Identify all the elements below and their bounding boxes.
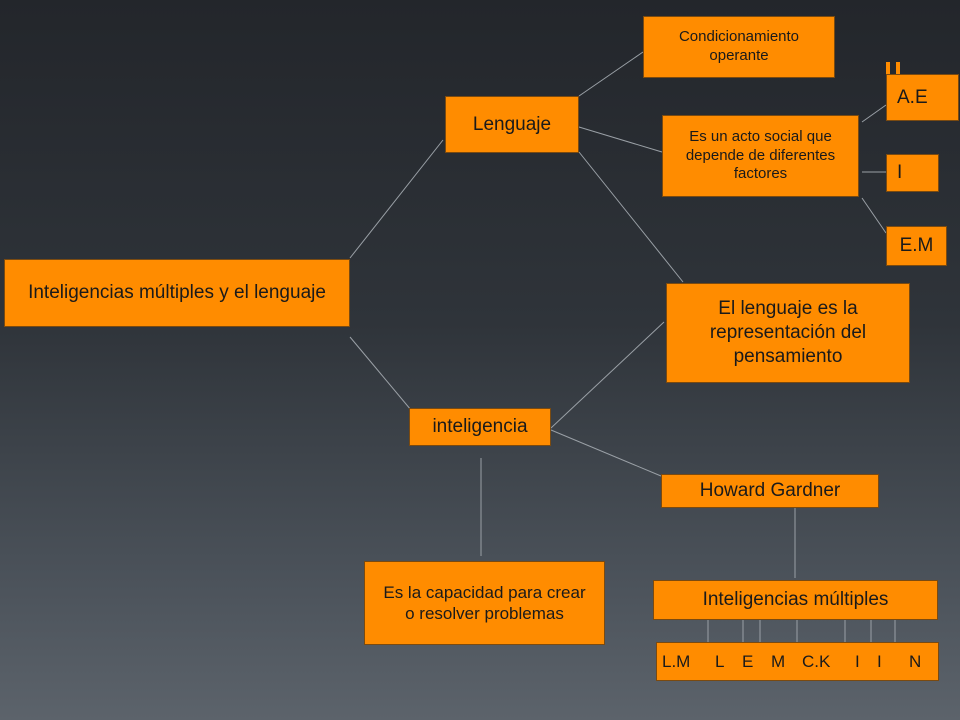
intelligence-type-l: L xyxy=(715,652,725,671)
lenguaje-node-label: Lenguaje xyxy=(472,113,552,135)
howard-gardner-node-label: Howard Gardner xyxy=(699,480,841,502)
inteligencias-multiples-node-label: Inteligencias múltiples xyxy=(702,589,889,611)
acto-social-node-label: Es un acto social que depende de diferen… xyxy=(685,127,836,183)
capacidad-node-label: Es la capacidad para crear o resolver pr… xyxy=(383,582,586,623)
i-node-label: I xyxy=(897,162,903,184)
em-node-label: E.M xyxy=(899,235,934,257)
intelligence-type-ck: C.K xyxy=(802,652,831,671)
intelligence-type-e: E xyxy=(742,652,754,671)
root-node-label: Inteligencias múltiples y el lenguaje xyxy=(28,282,326,304)
intelligence-type-m: M xyxy=(771,652,786,671)
intelligence-type-i-1: I xyxy=(855,652,860,671)
capacidad-node: Es la capacidad para crear o resolver pr… xyxy=(364,561,605,645)
intelligence-type-lm: L.M xyxy=(662,652,691,671)
intelligence-types-strip: L.M L E M C.K I I N xyxy=(656,642,939,681)
ae-tab-marks xyxy=(886,62,904,74)
howard-gardner-node: Howard Gardner xyxy=(661,474,879,508)
ae-node-label: A.E xyxy=(897,86,928,108)
representacion-node: El lenguaje es la representación del pen… xyxy=(666,283,910,383)
i-node: I xyxy=(886,154,939,192)
condicionamiento-node: Condicionamiento operante xyxy=(643,16,835,78)
representacion-node-label: El lenguaje es la representación del pen… xyxy=(709,298,867,367)
inteligencia-node: inteligencia xyxy=(409,408,551,446)
intelligence-type-n: N xyxy=(909,652,922,671)
em-node: E.M xyxy=(886,226,947,266)
acto-social-node: Es un acto social que depende de diferen… xyxy=(662,115,859,197)
root-node: Inteligencias múltiples y el lenguaje xyxy=(4,259,350,327)
inteligencias-multiples-node: Inteligencias múltiples xyxy=(653,580,938,620)
condicionamiento-node-label: Condicionamiento operante xyxy=(678,28,800,64)
inteligencia-node-label: inteligencia xyxy=(432,416,528,438)
intelligence-type-i-2: I xyxy=(877,652,882,671)
ae-node: A.E xyxy=(886,74,959,121)
lenguaje-node: Lenguaje xyxy=(445,96,579,153)
